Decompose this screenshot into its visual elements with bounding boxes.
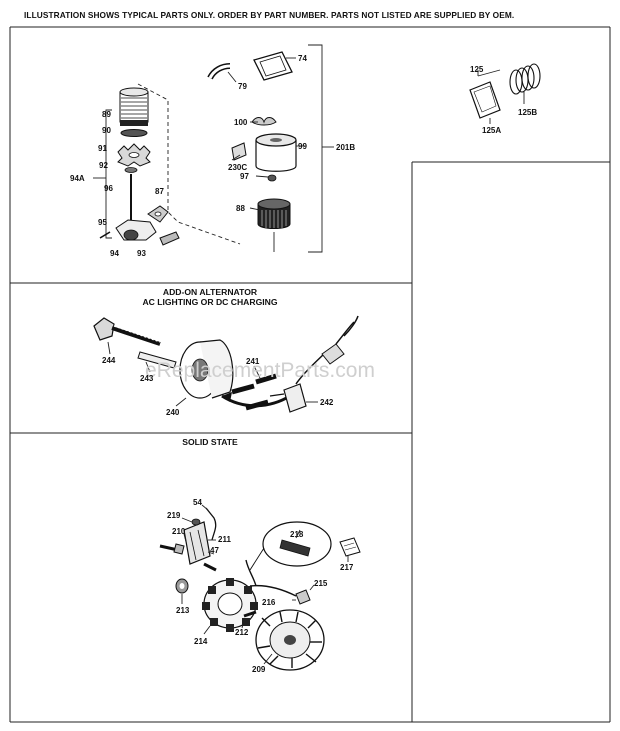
part-label: 97 xyxy=(240,172,249,181)
part-label: 125A xyxy=(482,126,501,135)
part-label: 241 xyxy=(246,357,260,366)
part-label: 92 xyxy=(99,161,108,170)
alternator-assembly xyxy=(93,315,359,413)
part-label: 125B xyxy=(518,108,537,117)
solid-state-title: SOLID STATE xyxy=(182,437,238,447)
section-frames xyxy=(9,26,611,723)
part-label: 218 xyxy=(290,530,304,539)
header-notice: ILLUSTRATION SHOWS TYPICAL PARTS ONLY. O… xyxy=(24,10,514,20)
part-label: 96 xyxy=(104,184,113,193)
part-label: 212 xyxy=(235,628,249,637)
part-label: 88 xyxy=(236,204,245,213)
alternator-title-line-2: AC LIGHTING OR DC CHARGING xyxy=(142,297,277,307)
part-label: 201B xyxy=(336,143,355,152)
part-label: 210 xyxy=(172,527,186,536)
fuel-filter-assembly xyxy=(93,44,334,253)
part-label: 47 xyxy=(210,546,219,555)
part-label: 217 xyxy=(340,563,354,572)
part-label: 79 xyxy=(238,82,247,91)
part-labels: 74 79 89 90 91 92 94A 96 87 95 94 93 100… xyxy=(70,54,537,674)
solid-state-assembly xyxy=(159,504,361,671)
part-label: 214 xyxy=(194,637,208,646)
part-label: 242 xyxy=(320,398,334,407)
part-label: 95 xyxy=(98,218,107,227)
part-label: 240 xyxy=(166,408,180,417)
alternator-title-line-1: ADD-ON ALTERNATOR xyxy=(163,287,258,297)
part-label: 94 xyxy=(110,249,119,258)
part-label: 100 xyxy=(234,118,248,127)
part-label: 243 xyxy=(140,374,154,383)
part-label: 209 xyxy=(252,665,266,674)
part-label: 99 xyxy=(298,142,307,151)
part-label: 244 xyxy=(102,356,116,365)
part-label: 215 xyxy=(314,579,328,588)
part-label: 94A xyxy=(70,174,85,183)
part-label: 54 xyxy=(193,498,202,507)
part-label: 216 xyxy=(262,598,276,607)
part-label: 89 xyxy=(102,110,111,119)
part-label: 230C xyxy=(228,163,247,172)
part-label: 74 xyxy=(298,54,307,63)
part-125-set xyxy=(469,63,541,124)
part-label: 93 xyxy=(137,249,146,258)
part-label: 213 xyxy=(176,606,190,615)
part-label: 87 xyxy=(155,187,164,196)
part-label: 90 xyxy=(102,126,111,135)
part-label: 125 xyxy=(470,65,484,74)
watermark: eReplacementParts.com xyxy=(145,359,375,382)
part-label: 219 xyxy=(167,511,181,520)
part-label: 91 xyxy=(98,144,107,153)
part-label: 211 xyxy=(218,535,231,544)
